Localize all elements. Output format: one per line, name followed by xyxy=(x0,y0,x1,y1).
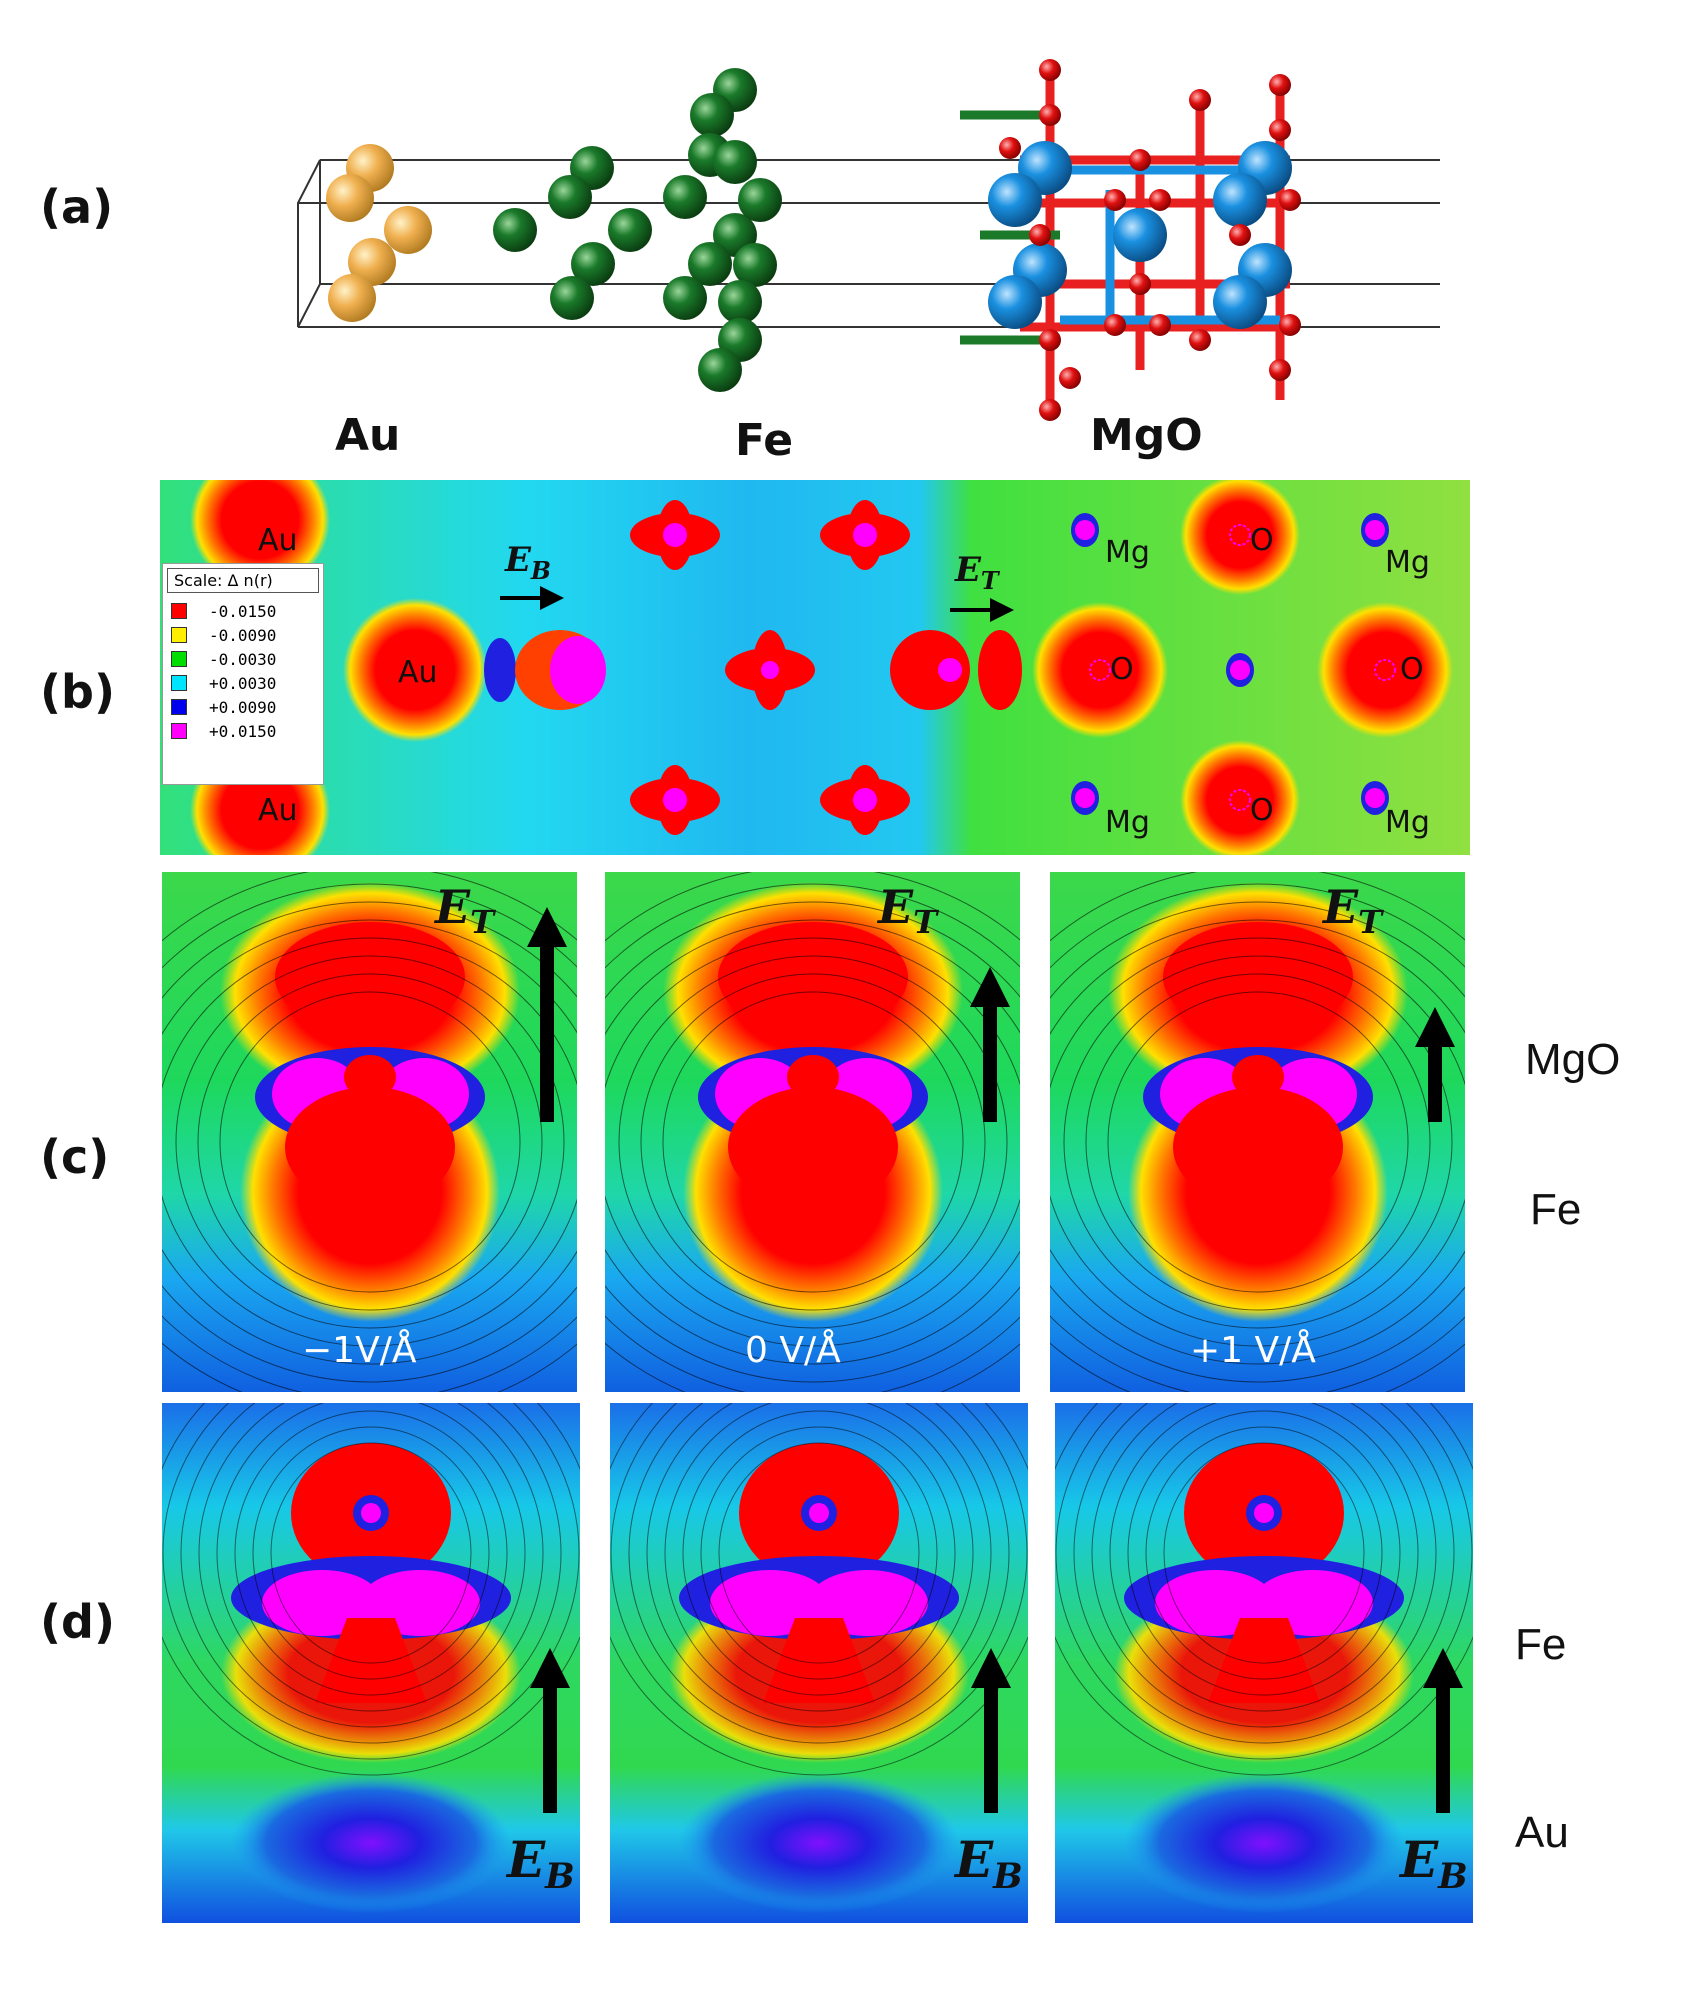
legend-entry: -0.0150 xyxy=(163,599,323,623)
panel-label-c: (c) xyxy=(40,1130,110,1184)
legend-value: +0.0150 xyxy=(209,721,277,741)
legend-swatch xyxy=(171,723,187,739)
au-atoms xyxy=(326,144,432,322)
charge-density-map-d xyxy=(162,1403,580,1923)
mg-atoms xyxy=(988,141,1292,329)
legend-swatch xyxy=(171,675,187,691)
field-label-eb: EB xyxy=(507,1830,575,1897)
side-label-au: Au xyxy=(1515,1808,1569,1857)
field-label-eb: EB xyxy=(1400,1830,1468,1897)
atom-label-o: O xyxy=(1250,793,1274,828)
legend-entry: -0.0030 xyxy=(163,647,323,671)
legend-swatch xyxy=(171,627,187,643)
legend-entry: +0.0030 xyxy=(163,671,323,695)
panel-label-d: (d) xyxy=(40,1595,115,1649)
material-label-fe: Fe xyxy=(735,415,794,466)
field-strength-label: 0 V/Å xyxy=(745,1330,841,1371)
atom-label-o: O xyxy=(1400,652,1424,687)
atomic-structure-diagram xyxy=(297,59,1440,421)
charge-density-map-c xyxy=(162,872,577,1392)
atom-label-mg: Mg xyxy=(1385,805,1430,840)
legend-swatch xyxy=(171,699,187,715)
field-strength-label: +1 V/Å xyxy=(1190,1330,1316,1371)
legend-entry: -0.0090 xyxy=(163,623,323,647)
legend-title: Scale: Δ n(r) xyxy=(167,568,319,593)
charge-density-map-d xyxy=(610,1403,1028,1923)
field-label-et: ET xyxy=(878,880,938,942)
side-label-fe: Fe xyxy=(1530,1185,1582,1234)
panel-label-a: (a) xyxy=(40,180,114,234)
legend-swatch xyxy=(171,603,187,619)
legend-value: -0.0150 xyxy=(209,601,277,621)
atom-label-au: Au xyxy=(258,523,298,558)
legend-swatch xyxy=(171,651,187,667)
legend-entry: +0.0150 xyxy=(163,719,323,743)
field-label-eb: EB xyxy=(505,540,552,585)
field-label-et: ET xyxy=(955,550,999,595)
atom-label-mg: Mg xyxy=(1385,545,1430,580)
legend-value: +0.0090 xyxy=(209,697,277,717)
legend-value: -0.0030 xyxy=(209,649,277,669)
side-label-mgo: MgO xyxy=(1525,1035,1621,1084)
field-label-eb: EB xyxy=(955,1830,1023,1897)
material-label-mgo: MgO xyxy=(1090,410,1203,461)
atom-label-o: O xyxy=(1110,652,1134,687)
material-label-au: Au xyxy=(335,410,401,461)
charge-density-map-b xyxy=(160,480,1470,855)
legend-value: -0.0090 xyxy=(209,625,277,645)
legend-entry: +0.0090 xyxy=(163,695,323,719)
atom-label-au: Au xyxy=(258,793,298,828)
panel-label-b: (b) xyxy=(40,665,115,719)
field-strength-label: −1V/Å xyxy=(302,1330,417,1371)
atom-label-mg: Mg xyxy=(1105,535,1150,570)
color-scale-legend: Scale: Δ n(r) -0.0150 -0.0090 -0.0030 +0.00… xyxy=(162,563,324,785)
atom-label-o: O xyxy=(1250,523,1274,558)
atom-label-au: Au xyxy=(398,655,438,690)
charge-density-map-c xyxy=(1050,872,1465,1392)
o-atoms xyxy=(999,59,1301,421)
atom-label-mg: Mg xyxy=(1105,805,1150,840)
legend-value: +0.0030 xyxy=(209,673,277,693)
field-label-et: ET xyxy=(1323,880,1383,942)
fe-atoms xyxy=(493,68,782,392)
field-label-et: ET xyxy=(435,880,495,942)
charge-density-map-c xyxy=(605,872,1020,1392)
charge-density-map-d xyxy=(1055,1403,1473,1923)
side-label-fe: Fe xyxy=(1515,1620,1567,1669)
